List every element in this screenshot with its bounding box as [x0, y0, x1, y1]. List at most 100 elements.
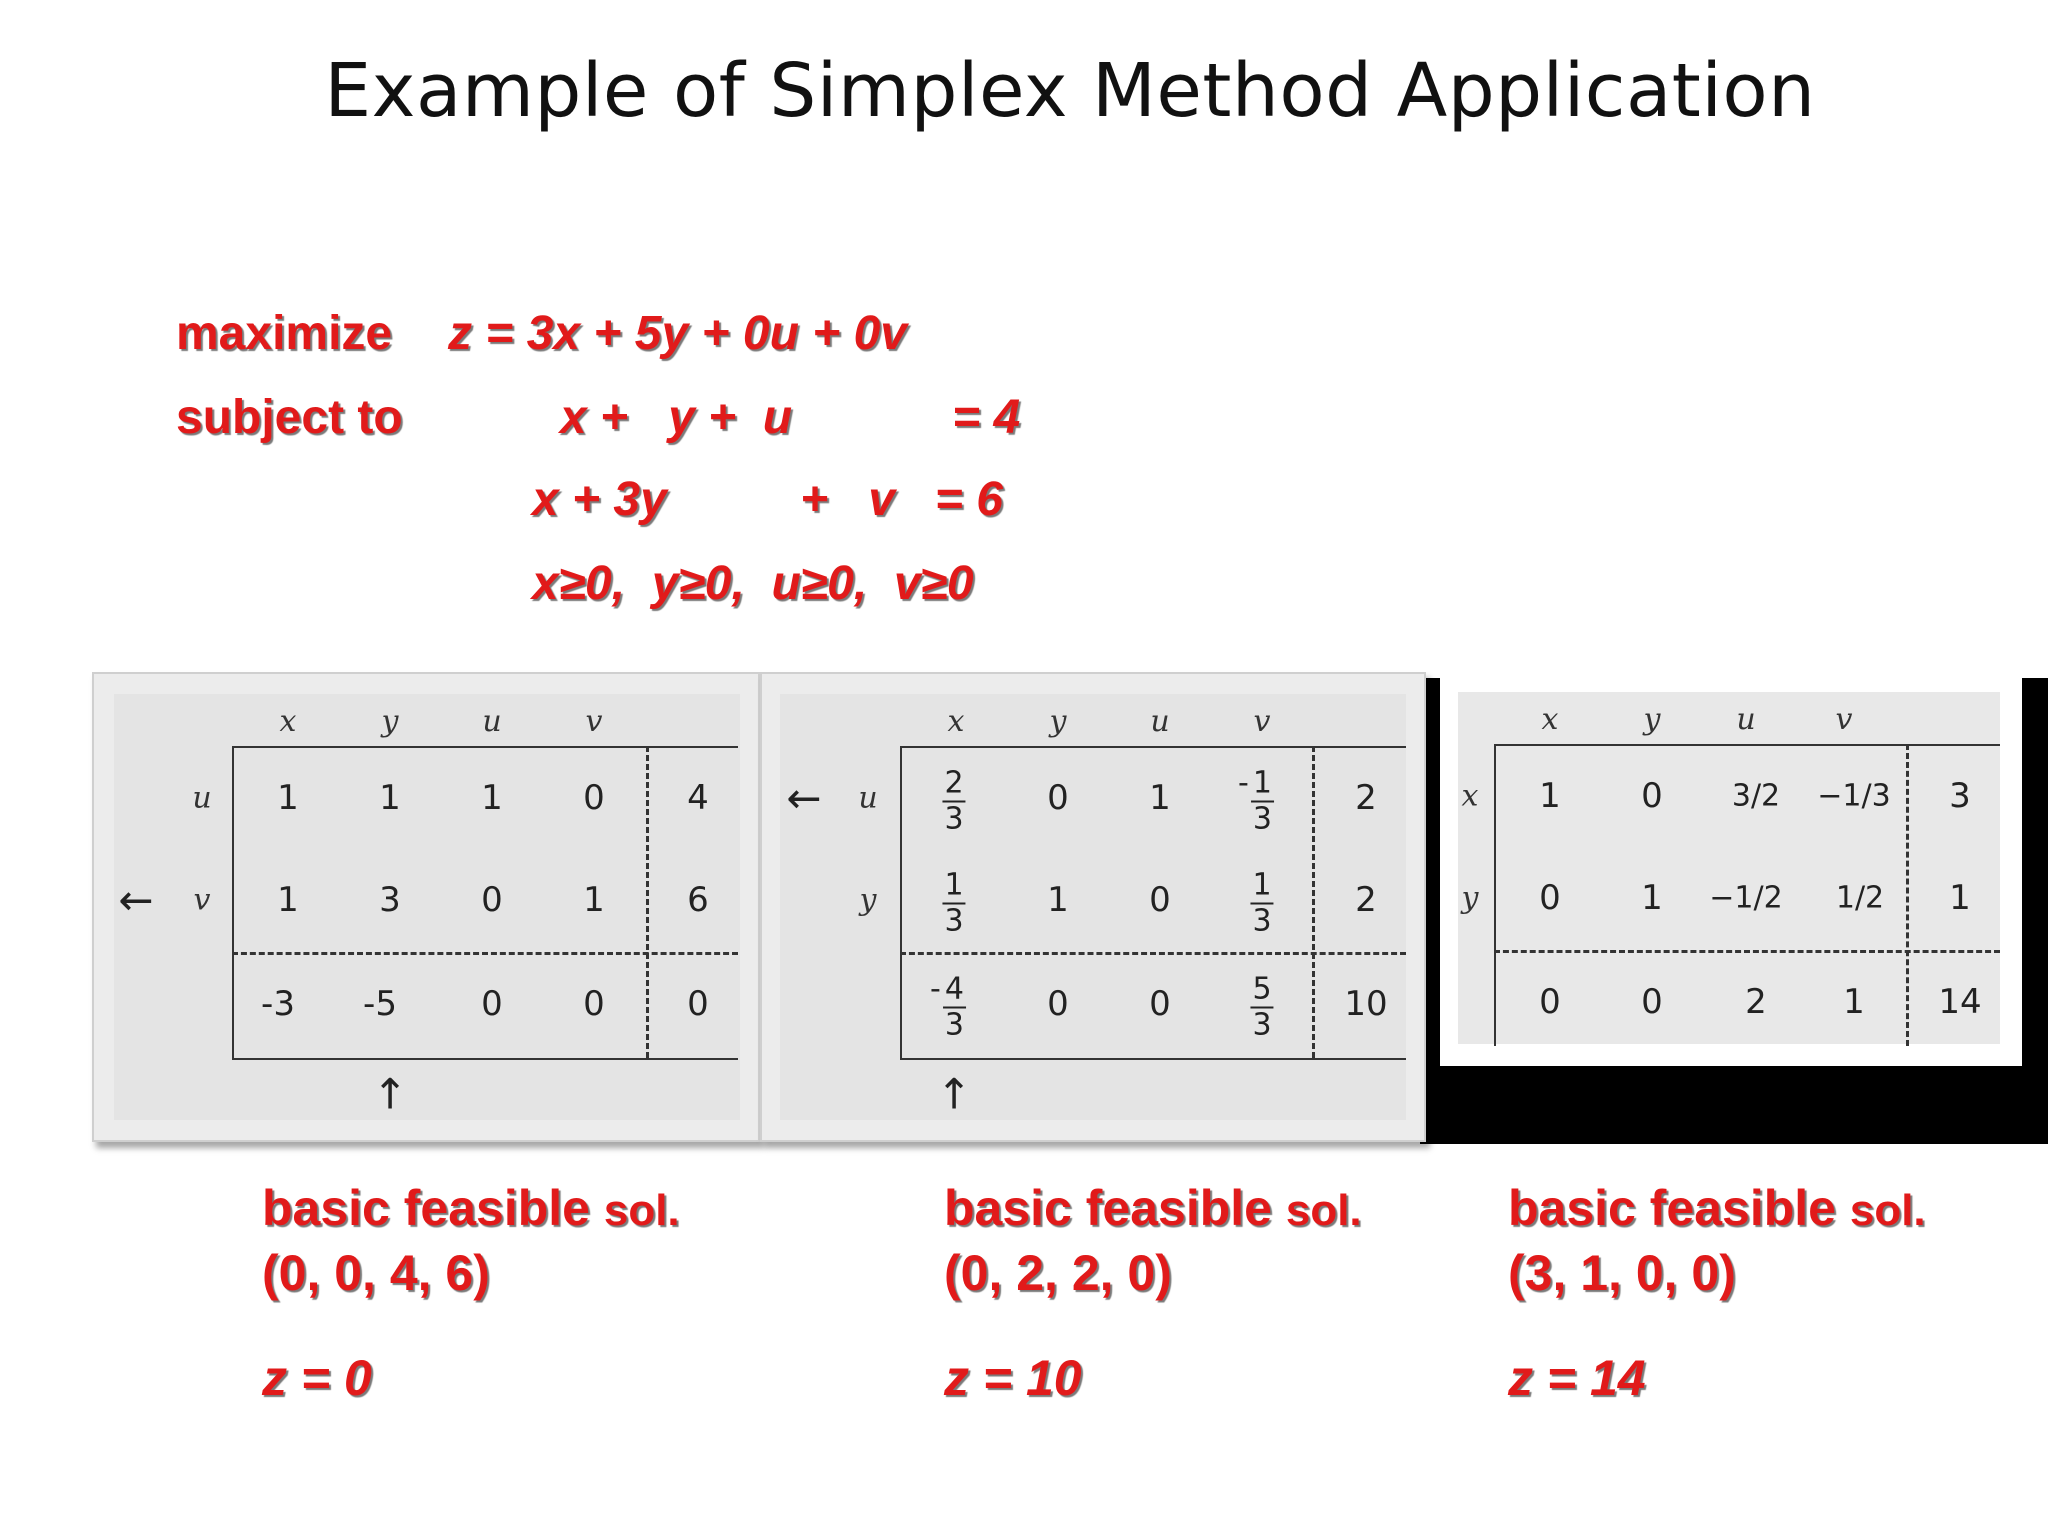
- tableau-2-inner: [780, 694, 1406, 1120]
- nonnegativity-constraints: x≥0, y≥0, u≥0, v≥0: [532, 557, 974, 610]
- tableau-3-header-u: u: [1736, 702, 1756, 737]
- minus-sign: -: [930, 971, 941, 1007]
- tableau-2-row-label-u: u: [858, 780, 878, 816]
- solution-1-z: z = 0: [262, 1350, 372, 1406]
- tableau-3-cell: 3/2: [1731, 778, 1781, 814]
- tableau-2-frame-bottom: [900, 1058, 1406, 1060]
- tableau-2-cell: 0: [1047, 778, 1069, 818]
- tableau-3-rhs-divider: [1906, 744, 1909, 1046]
- tableau-3-cell: −1/3: [1817, 778, 1891, 814]
- tableau-2-cell: 0: [1149, 984, 1171, 1024]
- constraint-1: x + y + u = 4: [560, 391, 1021, 444]
- tableau-2-row-label-y: y: [859, 882, 877, 918]
- tableau-1-cell: 0: [481, 984, 503, 1024]
- tableau-1-cell: 1: [481, 778, 503, 818]
- fraction-denominator: 3: [1252, 903, 1272, 939]
- solution-1-label-sol: sol.: [603, 1186, 680, 1235]
- solution-2-label: basic feasible: [944, 1180, 1286, 1236]
- tableau-1-frame-top: [232, 746, 738, 748]
- tableau-3-cell: 0: [1539, 878, 1561, 918]
- tableau-2-cell: 2: [1355, 880, 1377, 920]
- tableau-2-cell: 2: [1355, 778, 1377, 818]
- tableau-1-cell: 3: [379, 880, 401, 920]
- fraction-denominator: 3: [944, 1007, 964, 1043]
- tableau-3-obj-divider: [1494, 950, 2000, 953]
- objective-lhs: z: [448, 307, 472, 360]
- fraction-denominator: 3: [944, 801, 964, 837]
- tableau-2-header-v: v: [1253, 704, 1271, 739]
- tableau-3-frame-left: [1494, 744, 1496, 1046]
- tableau-3-cell: 0: [1641, 982, 1663, 1022]
- tableau-1-cell: 0: [481, 880, 503, 920]
- tableau-3-inner: [1458, 692, 2000, 1044]
- fraction-denominator: 3: [1252, 1007, 1272, 1043]
- fraction-denominator: 3: [944, 903, 964, 939]
- fraction-numerator: 1: [1250, 867, 1274, 905]
- tableau-1-obj-divider: [232, 952, 738, 955]
- fraction-numerator: 5: [1250, 971, 1274, 1009]
- tableau-1-header-y: y: [381, 704, 399, 739]
- tableau-1-header-v: v: [585, 704, 603, 739]
- tableau-2-entering-arrow: ↑: [936, 1069, 972, 1119]
- subject-to-label: subject to: [176, 391, 403, 444]
- fraction-numerator: 1: [1250, 765, 1274, 803]
- tableau-3-cell: 1/2: [1835, 880, 1885, 916]
- solution-1-tuple: (0, 0, 4, 6): [262, 1245, 490, 1301]
- objective-rhs: = 3x + 5y + 0u + 0v: [472, 307, 907, 360]
- tableau-2-cell: 0: [1149, 880, 1171, 920]
- tableau-1-cell: -5: [363, 984, 397, 1024]
- minus-sign: -: [1238, 765, 1249, 801]
- tableau-1-entering-arrow: ↑: [372, 1069, 408, 1119]
- tableau-3-row-label-y: y: [1461, 880, 1479, 916]
- solution-3-label-sol: sol.: [1849, 1186, 1926, 1235]
- tableau-1-rhs-divider: [646, 746, 649, 1058]
- tableau-1-leaving-arrow: ←: [118, 875, 154, 925]
- tableau-1-frame-bottom: [232, 1058, 738, 1060]
- tableau-3-panel: x y u v x y 1 0 3/2 −1/3 3 0 1 −1/2 1/2 …: [1440, 672, 2022, 1066]
- fraction-numerator: 4: [942, 971, 966, 1009]
- tableau-3-cell: 1: [1949, 878, 1971, 918]
- solution-2-z: z = 10: [944, 1350, 1082, 1406]
- tableau-3-header-y: y: [1643, 702, 1661, 737]
- tableau-3-cell: 2: [1745, 982, 1767, 1022]
- tableau-1-row-label-u: u: [192, 780, 212, 816]
- solution-2-tuple: (0, 2, 2, 0): [944, 1245, 1172, 1301]
- solution-1-caption: basic feasible sol. (0, 0, 4, 6): [262, 1176, 680, 1306]
- solution-3-label: basic feasible: [1508, 1180, 1850, 1236]
- tableau-2-obj-divider: [900, 952, 1406, 955]
- tableau-1-row-label-v: v: [193, 882, 211, 918]
- tableau-1-panel: x y u v ← u v 1 1 1 0 4 1 3 0 1 6 -3 -5 …: [92, 672, 760, 1142]
- fraction-denominator: 3: [1252, 801, 1272, 837]
- tableau-3-cell: 1: [1641, 878, 1663, 918]
- tableau-2-frame-top: [900, 746, 1406, 748]
- constraint-2: x + 3y + v = 6: [532, 473, 1003, 526]
- solution-3-z: z = 14: [1508, 1350, 1646, 1406]
- tableau-2-header-u: u: [1150, 704, 1170, 739]
- tableau-3-cell: 0: [1641, 776, 1663, 816]
- tableau-3-frame-top: [1494, 744, 2000, 746]
- solution-3-caption: basic feasible sol. (3, 1, 0, 0): [1508, 1176, 1926, 1306]
- tableau-2-cell: 0: [1047, 984, 1069, 1024]
- tableau-3-row-label-x: x: [1461, 778, 1479, 814]
- tableau-1-cell: 1: [583, 880, 605, 920]
- tableau-2-rhs-divider: [1312, 746, 1315, 1058]
- solution-2-caption: basic feasible sol. (0, 2, 2, 0): [944, 1176, 1362, 1306]
- tableau-1-cell: 1: [277, 880, 299, 920]
- tableau-1-header-x: x: [279, 704, 297, 739]
- solution-3-tuple: (3, 1, 0, 0): [1508, 1245, 1736, 1301]
- tableau-2-cell: 10: [1344, 984, 1388, 1024]
- solution-2-label-sol: sol.: [1285, 1186, 1362, 1235]
- objective-label: maximize: [176, 307, 393, 360]
- tableau-3-header-v: v: [1835, 702, 1853, 737]
- objective-function: z = 3x + 5y + 0u + 0v: [448, 306, 907, 361]
- tableau-3-cell: 1: [1843, 982, 1865, 1022]
- tableau-2-cell: 1: [1047, 880, 1069, 920]
